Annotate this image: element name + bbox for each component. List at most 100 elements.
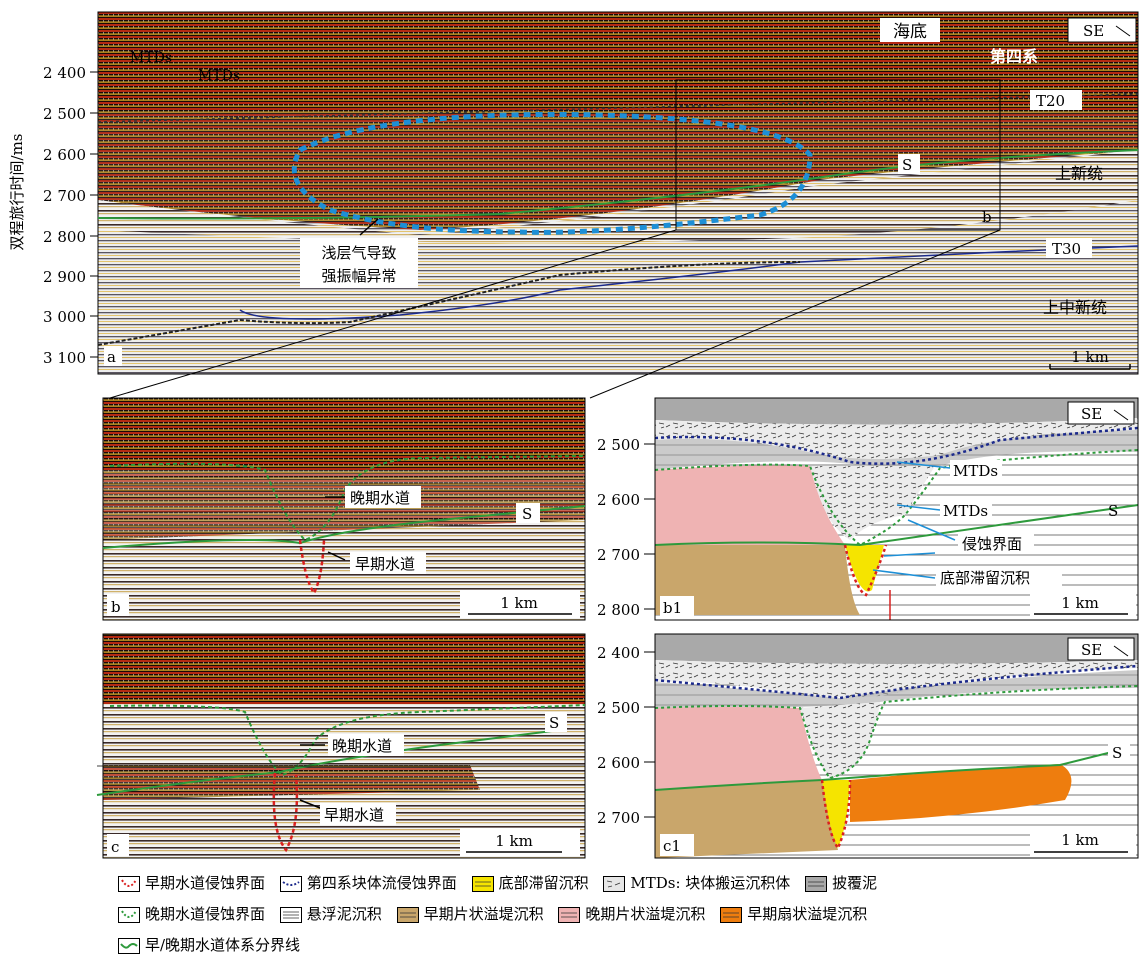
pink-box-icon — [558, 907, 581, 923]
legend-item: 早期水道侵蚀界面 — [118, 873, 265, 893]
panel-a-y-axis: 2 400 2 500 2 600 2 700 2 800 2 900 3 00… — [8, 64, 98, 367]
late-channel-label: 晚期水道 — [332, 737, 392, 755]
legend-row-1: 早期水道侵蚀界面 第四系块体流侵蚀界面 底部滞留沉积 MTDs: 块体搬运沉积体… — [118, 872, 887, 893]
panel-letter: b1 — [663, 599, 682, 617]
legend-row-2: 晚期水道侵蚀界面 悬浮泥沉积 早期片状溢堤沉积 晚期片状溢堤沉积 早期扇状溢堤沉… — [118, 903, 877, 924]
legend-item: 晚期水道侵蚀界面 — [118, 904, 265, 924]
basal-lag-label: 底部滞留沉积 — [940, 569, 1030, 587]
y-tick: 2 700 — [597, 546, 640, 564]
late-channel-label: 晚期水道 — [350, 489, 410, 507]
tan-box-icon — [396, 907, 419, 923]
scale-bar-label: 1 km — [495, 832, 533, 850]
legend-item: MTDs: 块体搬运沉积体 — [603, 873, 790, 893]
scale-bar-label: 1 km — [1061, 831, 1099, 849]
zoom-box-b — [675, 79, 1001, 231]
box-b-letter: b — [982, 208, 992, 226]
scale-bar-label: 1 km — [500, 594, 538, 612]
legend-item: 早/晚期水道体系分界线 — [118, 935, 300, 955]
scale-bar-label: 1 km — [1071, 348, 1109, 366]
y-tick: 2 500 — [597, 699, 640, 717]
y-tick: 2 600 — [43, 146, 86, 164]
legend-item: 披覆泥 — [805, 873, 877, 893]
legend-label: 披覆泥 — [832, 874, 878, 892]
legend-label: 晚期水道侵蚀界面 — [145, 905, 266, 923]
early-channel-label: 早期水道 — [324, 806, 384, 824]
legend-item: 早期扇状溢堤沉积 — [720, 904, 867, 924]
panel-c1: 2 400 2 500 2 600 2 700 SE S c1 1 km — [597, 633, 1139, 859]
pliocene-label: 上新统 — [1055, 164, 1103, 183]
legend-item: 悬浮泥沉积 — [279, 904, 382, 924]
s-label: S — [522, 505, 532, 523]
mtds-label: MTDs — [198, 68, 240, 84]
y-tick: 2 800 — [597, 601, 640, 619]
legend-label: 晚期片状溢堤沉积 — [585, 905, 706, 923]
legend-item: 底部滞留沉积 — [471, 873, 589, 893]
y-tick: 2 400 — [43, 64, 86, 82]
miocene-label: 上中新统 — [1043, 298, 1107, 317]
legend-label: 早期片状溢堤沉积 — [423, 905, 544, 923]
green-dotted-curve-icon — [118, 907, 140, 923]
panel-letter: a — [107, 348, 116, 366]
seafloor-label: 海底 — [893, 22, 927, 42]
panel-b1: 2 500 2 600 2 700 2 800 SE MTDs MTDs S 侵… — [597, 397, 1139, 621]
gas-anomaly-outline — [291, 111, 813, 235]
scale-bar-label: 1 km — [1061, 594, 1099, 612]
y-tick: 3 000 — [43, 308, 86, 326]
s-label: S — [549, 714, 559, 732]
legend-label: 早/晚期水道体系分界线 — [145, 936, 301, 954]
s-label: S — [902, 156, 912, 174]
legend-label: 悬浮泥沉积 — [306, 905, 382, 923]
legend-label: MTDs: 块体搬运沉积体 — [630, 874, 791, 892]
panel-letter: c1 — [663, 837, 681, 855]
legend-row-3: 早/晚期水道体系分界线 — [118, 934, 310, 955]
mtds-label: MTDs — [130, 50, 172, 66]
t20-label: T20 — [1036, 92, 1065, 110]
y-tick: 2 500 — [597, 436, 640, 454]
legend-label: 底部滞留沉积 — [498, 874, 589, 892]
early-channel-label: 早期水道 — [355, 555, 415, 573]
y-axis-title: 双程旅行时间/ms — [8, 134, 26, 251]
gas-note-line1: 浅层气导致 — [321, 244, 396, 262]
gray-box-icon — [805, 876, 828, 892]
s-horizon-a — [97, 149, 1139, 220]
panel-a-labels: 海底 SE MTDs MTDs 第四系 T20 S 上新统 b T30 上中新统… — [104, 17, 1137, 366]
y-tick: 2 700 — [43, 187, 86, 205]
y-tick: 2 600 — [597, 491, 640, 509]
panel-letter: b — [111, 598, 121, 616]
y-tick: 2 500 — [43, 105, 86, 123]
s-label: S — [1112, 744, 1122, 762]
panel-letter: c — [111, 838, 119, 856]
orange-box-icon — [720, 907, 743, 923]
direction-label: SE — [1081, 405, 1102, 423]
legend-label: 第四系块体流侵蚀界面 — [306, 874, 457, 892]
t30-label: T30 — [1052, 240, 1081, 258]
quaternary-label: 第四系 — [990, 47, 1038, 66]
panel-b: 晚期水道 早期水道 S b 1 km — [102, 397, 586, 621]
white-box-icon — [279, 907, 302, 923]
legend-label: 早期水道侵蚀界面 — [145, 874, 266, 892]
y-tick: 2 800 — [43, 228, 86, 246]
y-tick: 2 700 — [597, 809, 640, 827]
mtds-label: MTDs — [953, 462, 998, 480]
legend-label: 早期扇状溢堤沉积 — [747, 905, 868, 923]
direction-label: SE — [1081, 641, 1102, 659]
red-dotted-curve-icon — [118, 876, 140, 892]
y-tick: 2 900 — [43, 268, 86, 286]
legend-item: 早期片状溢堤沉积 — [396, 904, 544, 924]
y-tick: 2 400 — [597, 644, 640, 662]
y-tick: 2 600 — [597, 754, 640, 772]
legend-item: 第四系块体流侵蚀界面 — [279, 873, 457, 893]
panel-a-seismic — [97, 11, 1139, 399]
direction-label: SE — [1083, 22, 1104, 40]
s-label: S — [1108, 502, 1118, 520]
yellow-box-icon — [471, 876, 494, 892]
gas-note-line2: 强振幅异常 — [321, 267, 396, 285]
mtds-label: MTDs — [943, 502, 988, 520]
blue-dotted-curve-icon — [279, 876, 302, 892]
mtd-box-icon — [603, 876, 626, 892]
panel-c: 晚期水道 早期水道 S c 1 km — [96, 633, 586, 859]
y-tick: 3 100 — [43, 349, 86, 367]
legend-item: 晚期片状溢堤沉积 — [558, 904, 705, 924]
erosion-surface-label: 侵蚀界面 — [962, 535, 1022, 553]
